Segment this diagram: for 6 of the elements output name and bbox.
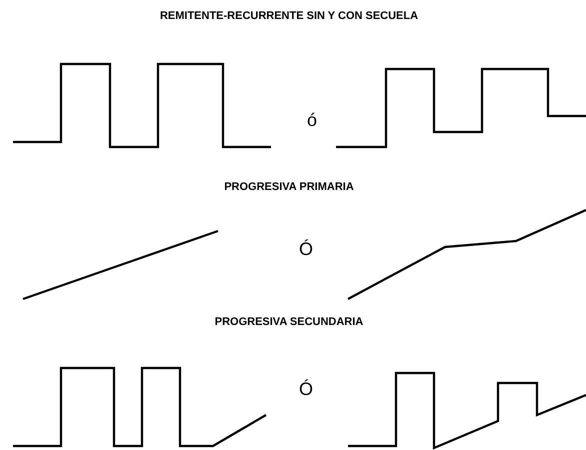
section-heading: PROGRESIVA SECUNDARIA xyxy=(214,315,364,330)
or-label: ó xyxy=(307,109,317,132)
or-label: Ó xyxy=(299,378,313,401)
section-heading: PROGRESIVA PRIMARIA xyxy=(224,180,354,195)
or-label: Ó xyxy=(299,238,313,261)
section-heading: REMITENTE-RECURRENTE SIN Y CON SECUELA xyxy=(160,9,418,24)
